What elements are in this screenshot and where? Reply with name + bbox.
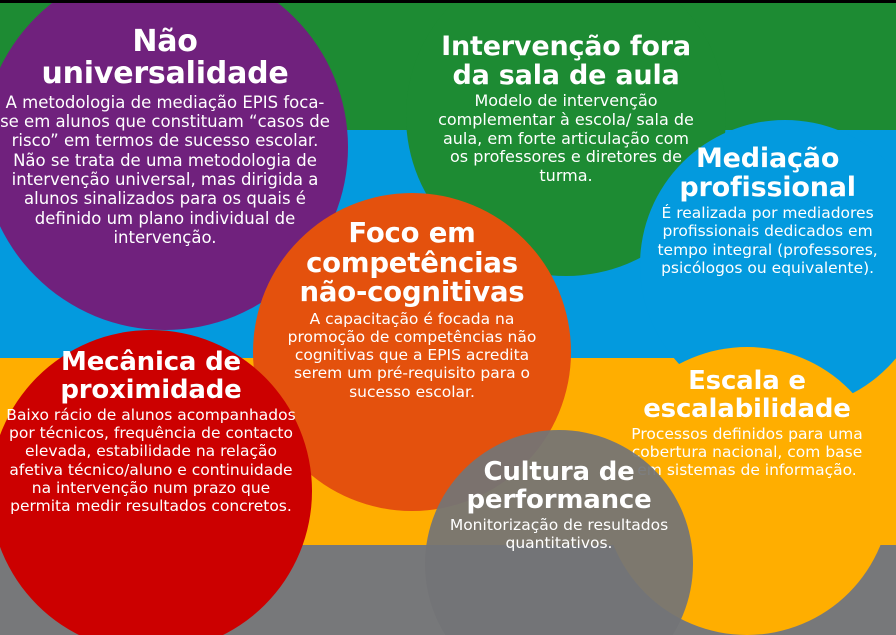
top-rule <box>0 0 896 3</box>
bubble-body: A capacitação é focada na promoção de co… <box>287 310 537 401</box>
bubble-body: Baixo rácio de alunos acompanhados por t… <box>6 406 296 515</box>
bubble-body: Monitorização de resultados quantitativo… <box>449 516 669 553</box>
bubble-body: É realizada por mediadores profissionais… <box>657 204 878 277</box>
bubble-body: Processos definidos para uma cobertura n… <box>631 425 863 480</box>
bubble-body: A metodologia de mediação EPIS foca-se e… <box>0 92 330 247</box>
bubble-body: Modelo de intervenção complementar à esc… <box>438 91 694 186</box>
